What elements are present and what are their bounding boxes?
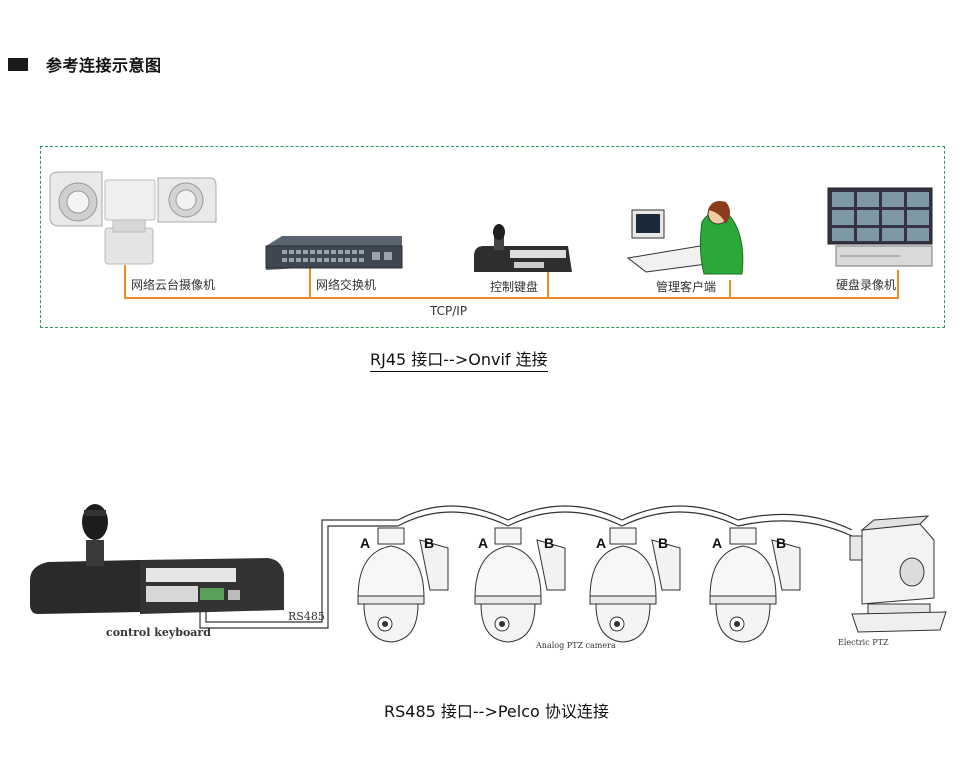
control-keyboard-icon xyxy=(474,224,572,272)
electric-ptz-label: Electric PTZ xyxy=(838,638,889,647)
device-label-switch: 网络交换机 xyxy=(316,278,377,292)
rs485-cable-label: RS485 xyxy=(288,610,325,623)
dome-camera-icon xyxy=(357,527,449,643)
nvr-monitor-wall-icon xyxy=(827,187,933,267)
dome-camera-icon xyxy=(709,527,801,643)
electric-ptz-icon xyxy=(849,515,947,633)
rs485-caption: RS485 接口-->Pelco 协议连接 xyxy=(384,702,609,721)
device-label-nvr: 硬盘录像机 xyxy=(836,278,897,292)
header-bullet-icon xyxy=(8,57,28,71)
tcpip-bus xyxy=(124,265,899,299)
terminal-b-label: B xyxy=(658,535,668,551)
device-label-ptz-camera: 网络云台摄像机 xyxy=(131,278,216,292)
terminal-labels: A B A B A B A B xyxy=(360,535,786,551)
serial-control-keyboard-icon xyxy=(30,504,284,614)
terminal-b-label: B xyxy=(776,535,786,551)
terminal-b-label: B xyxy=(544,535,554,551)
device-label-client: 管理客户端 xyxy=(656,280,717,294)
terminal-a-label: A xyxy=(360,535,370,551)
terminal-a-label: A xyxy=(712,535,722,551)
device-label-keyboard: 控制键盘 xyxy=(490,280,539,294)
control-keyboard-label: control keyboard xyxy=(106,626,211,639)
rs485-chain-cable xyxy=(199,505,853,629)
terminal-a-label: A xyxy=(596,535,606,551)
network-diagram-frame xyxy=(40,146,945,328)
analog-ptz-label: Analog PTZ camera xyxy=(536,641,616,650)
dome-camera-icon xyxy=(589,527,681,643)
terminal-b-label: B xyxy=(424,535,434,551)
terminal-a-label: A xyxy=(478,535,488,551)
tcpip-label: TCP/IP xyxy=(430,304,468,318)
ptz-camera-icon xyxy=(49,171,217,265)
dome-camera-icon xyxy=(474,527,566,643)
page-title: 参考连接示意图 xyxy=(46,56,162,75)
rj45-caption: RJ45 接口-->Onvif 连接 xyxy=(370,346,548,372)
section-header: 参考连接示意图 xyxy=(8,52,162,76)
network-switch-icon xyxy=(265,236,403,270)
operator-workstation-icon xyxy=(626,201,744,275)
